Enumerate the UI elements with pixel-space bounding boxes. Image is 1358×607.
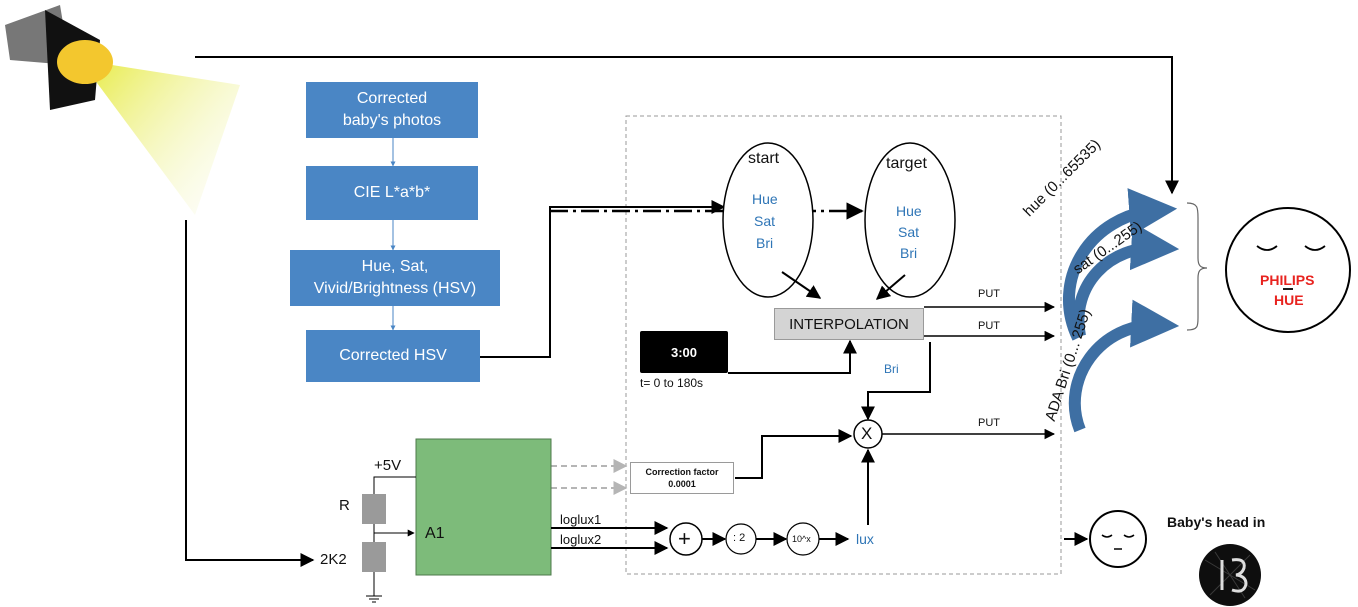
hue-lamp-face-icon — [1225, 207, 1351, 333]
brand-philips: PHILIPS — [1260, 272, 1315, 288]
hsv-box: Hue, Sat, Vivid/Brightness (HSV) — [290, 250, 500, 306]
interpolation-box: INTERPOLATION — [774, 308, 924, 340]
target-title: target — [886, 155, 927, 172]
resistor2-label: 2K2 — [320, 551, 347, 568]
put-label-2: PUT — [978, 320, 1000, 332]
incubator-logo — [1199, 544, 1261, 606]
start-title: start — [748, 150, 780, 167]
timer-caption: t= 0 to 180s — [640, 376, 704, 390]
loglux1-label: loglux1 — [560, 512, 602, 527]
sensor-circuit — [362, 476, 416, 603]
target-bri: Bri — [900, 245, 918, 261]
a1-amplifier — [415, 438, 552, 576]
target-sat: Sat — [898, 224, 920, 240]
target-ellipse — [864, 142, 956, 298]
start-bri: Bri — [756, 235, 774, 251]
multiply-label: X — [861, 424, 873, 443]
div-label: : 2 — [733, 532, 746, 544]
supply-label: +5V — [374, 457, 402, 474]
loglux2-label: loglux2 — [560, 532, 602, 547]
cie-lab-box: CIE L*a*b* — [306, 166, 478, 220]
start-hue: Hue — [752, 191, 778, 207]
pow-label: 10^x — [792, 534, 811, 544]
baby-head-icon — [1089, 510, 1147, 568]
timer-display: 3:00 — [640, 331, 728, 373]
corrected-hsv-box: Corrected HSV — [306, 330, 480, 382]
hsv-to-start-line — [480, 200, 726, 358]
brand-hue: HUE — [1274, 292, 1304, 308]
a1-label: A1 — [425, 525, 445, 542]
put-label-1: PUT — [978, 288, 1000, 300]
bri-label: Bri — [884, 362, 899, 376]
plus-label: + — [678, 526, 691, 551]
correction-factor-box: Correction factor 0.0001 — [630, 462, 734, 494]
lux-label: lux — [856, 531, 874, 547]
baby-caption: Baby's head in — [1167, 514, 1266, 530]
light-feedback-line — [195, 56, 1179, 195]
brace — [1186, 202, 1208, 331]
start-sat: Sat — [754, 213, 776, 229]
light-source-icon — [5, 5, 240, 215]
corrected-photos-box: Corrected baby's photos — [306, 82, 478, 138]
start-ellipse — [722, 142, 814, 298]
processing-frame — [625, 115, 1062, 575]
put-label-3: PUT — [978, 417, 1000, 429]
light-to-sensor-line — [185, 220, 315, 567]
resistor-label: R — [339, 497, 350, 514]
output-arcs — [1063, 188, 1180, 433]
target-hue: Hue — [896, 203, 922, 219]
